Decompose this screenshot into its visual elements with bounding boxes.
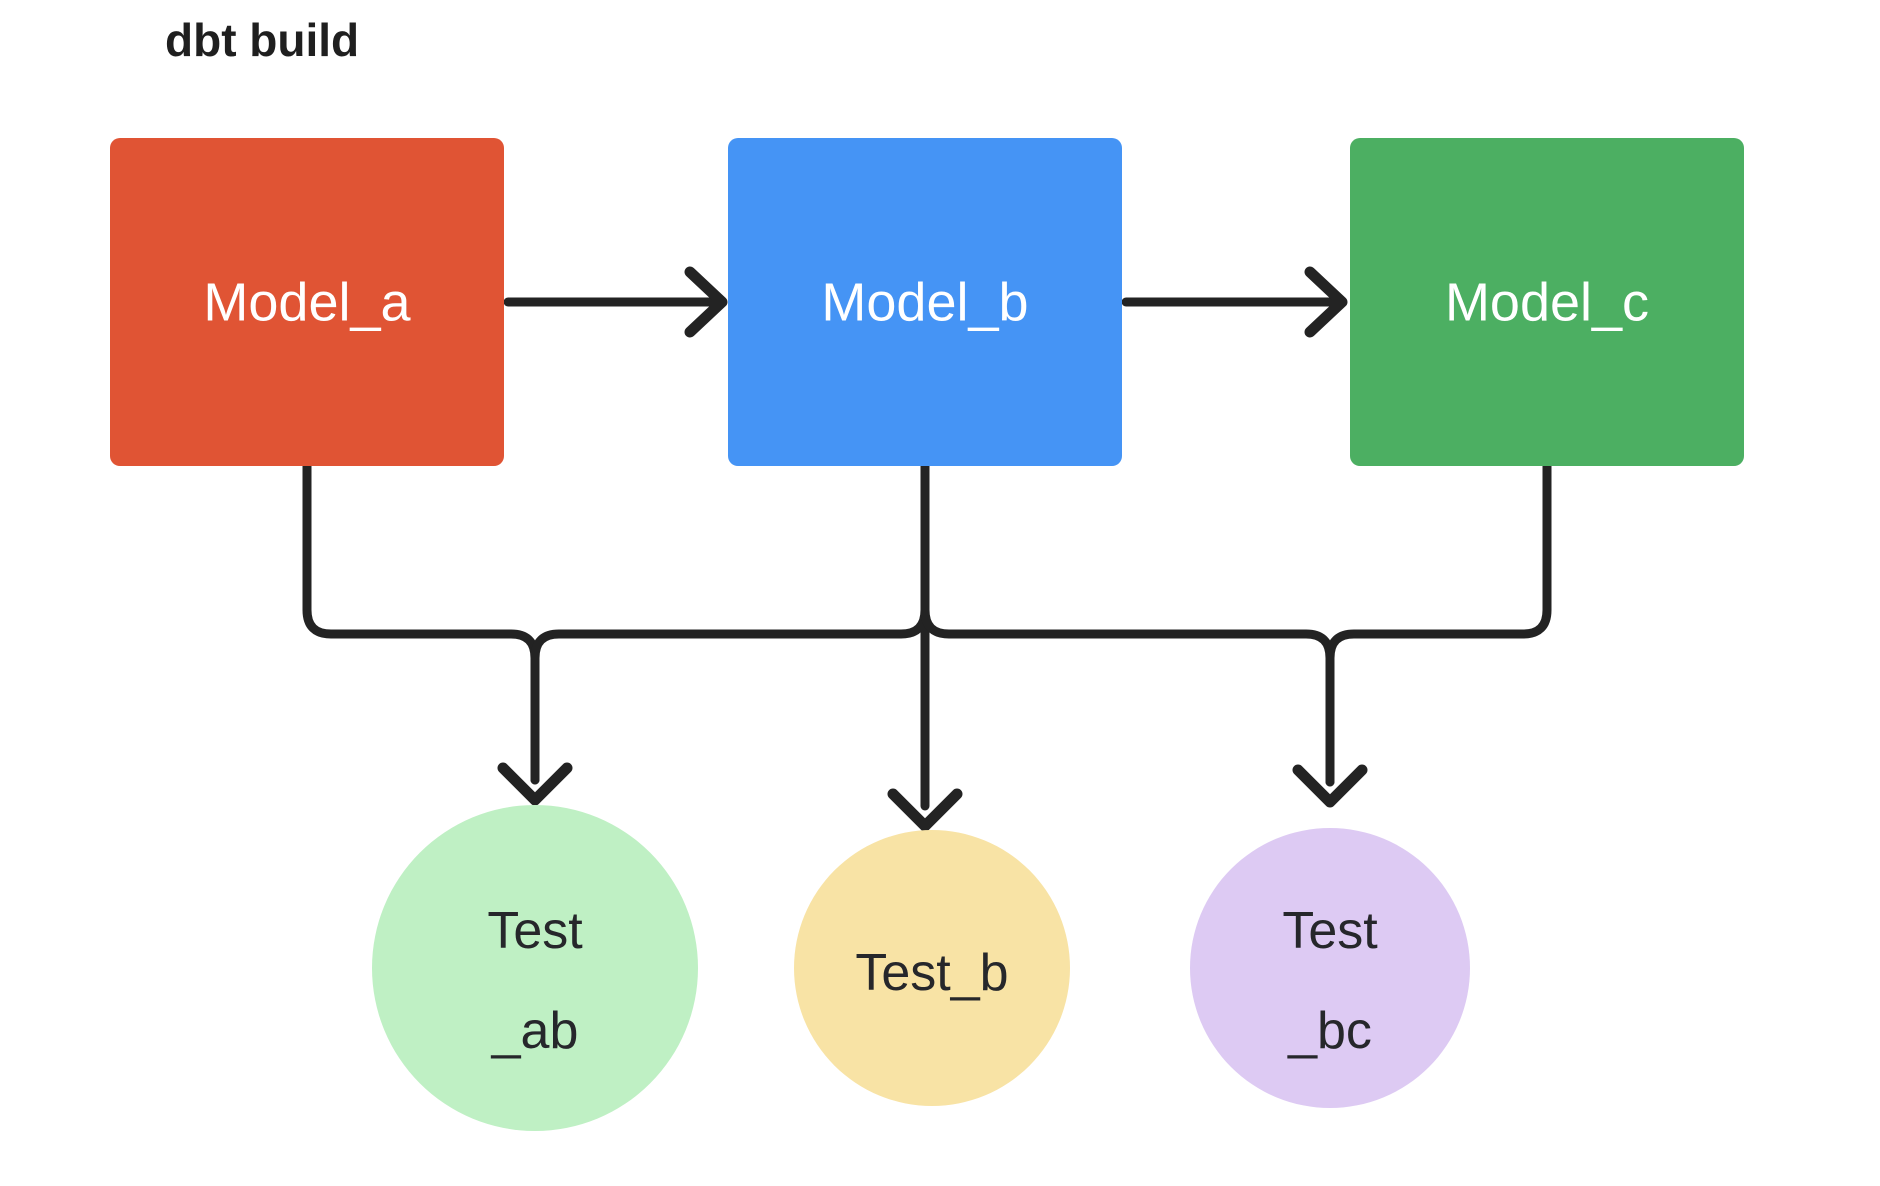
node-shape-circle[interactable] — [1190, 828, 1470, 1108]
node-test-b[interactable]: Test_b — [794, 830, 1070, 1106]
node-shape-rectangle[interactable] — [110, 138, 504, 466]
node-label-line1: Test — [1282, 902, 1378, 960]
node-label-line2: _bc — [1287, 1002, 1372, 1060]
arrowhead-icon — [887, 788, 963, 832]
edge-layer — [302, 266, 1552, 832]
arrowhead-icon — [684, 266, 728, 338]
edge-model-b-to-test-ab — [530, 461, 930, 785]
edge-model-b-to-model-c — [1121, 266, 1348, 338]
edge-line — [302, 461, 540, 785]
node-shape-circle[interactable] — [794, 830, 1070, 1106]
page-title: dbt build — [165, 14, 359, 66]
edge-model-a-to-test-ab — [302, 461, 540, 785]
node-test-ab[interactable]: Test _ab — [372, 805, 698, 1131]
node-shape-rectangle[interactable] — [728, 138, 1122, 466]
edge-model-b-to-test-bc — [920, 461, 1335, 787]
node-label: Model_c — [1445, 272, 1649, 332]
edge-line — [530, 461, 930, 785]
node-label-line1: Test_b — [855, 944, 1008, 1002]
node-label-line2: _ab — [491, 1002, 579, 1060]
node-model-a[interactable]: Model_a — [110, 138, 504, 466]
model-node-layer: Model_a Model_b Model_c — [110, 138, 1744, 466]
node-shape-circle[interactable] — [372, 805, 698, 1131]
node-model-c[interactable]: Model_c — [1350, 138, 1744, 466]
arrowhead-icon — [1292, 764, 1368, 808]
arrowhead-icon — [497, 762, 573, 806]
node-label-line1: Test — [487, 902, 583, 960]
node-model-b[interactable]: Model_b — [728, 138, 1122, 466]
node-test-bc[interactable]: Test _bc — [1190, 828, 1470, 1108]
arrowhead-icon — [1304, 266, 1348, 338]
edge-line — [1325, 461, 1552, 787]
edge-line — [920, 461, 1335, 787]
edge-model-c-to-test-bc — [1325, 461, 1552, 787]
node-label: Model_b — [821, 272, 1028, 332]
node-shape-rectangle[interactable] — [1350, 138, 1744, 466]
edge-model-a-to-model-b — [503, 266, 728, 338]
node-label: Model_a — [203, 272, 411, 332]
test-node-layer: Test _ab Test_b Test _bc — [372, 805, 1470, 1131]
